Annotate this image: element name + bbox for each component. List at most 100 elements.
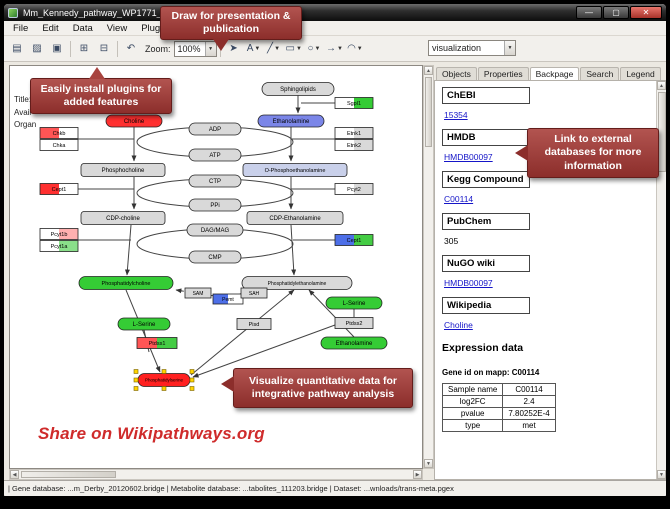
tab-backpage[interactable]: Backpage — [529, 67, 580, 80]
selection-tool-icon[interactable]: ➤ — [229, 43, 238, 54]
pathway-node-ctp[interactable]: CTP — [188, 174, 242, 188]
chevron-down-icon[interactable]: ▼ — [356, 45, 363, 52]
backpage-link-wikipedia[interactable]: Choline — [444, 320, 473, 330]
menu-file[interactable]: File — [13, 22, 29, 34]
pathway-node-sah[interactable]: SAH — [240, 287, 268, 299]
selection-handle[interactable] — [189, 386, 195, 391]
pathway-node-chkb[interactable]: Chkb — [39, 127, 79, 139]
backpage-value-pubchem: 305 — [444, 236, 459, 246]
pathway-node-chka[interactable]: Chka — [39, 139, 79, 151]
pathway-node-ptdss2[interactable]: Ptdss2 — [334, 317, 374, 329]
menu-data[interactable]: Data — [72, 22, 93, 34]
pathway-node-adp[interactable]: ADP — [188, 122, 242, 136]
pathway-node-etnk1[interactable]: Etnk1 — [334, 127, 374, 139]
scroll-up-icon[interactable]: ▲ — [657, 81, 666, 90]
pathway-node-ethanolamine[interactable]: Ethanolamine — [320, 336, 388, 350]
canvas-horizontal-scrollbar[interactable]: ◀ ▶ — [9, 469, 423, 480]
minimize-button[interactable]: — — [576, 6, 602, 19]
chevron-down-icon[interactable]: ▼ — [204, 41, 216, 56]
visualization-combo[interactable]: visualization ▼ — [428, 40, 516, 56]
selection-handle[interactable] — [189, 377, 195, 383]
pathway-node-dag-mag[interactable]: DAG/MAG — [186, 223, 244, 237]
tab-properties[interactable]: Properties — [477, 67, 529, 80]
pathway-node-phosphocholine[interactable]: Phosphocholine — [80, 163, 166, 177]
undo-icon[interactable]: ↶ — [126, 43, 136, 54]
vertical-scroll-thumb[interactable] — [425, 77, 432, 147]
rectangle-tool-icon[interactable]: ▭▼ — [285, 43, 302, 54]
pathway-node-sphingolipids[interactable]: Sphingolipids — [261, 82, 335, 96]
backpage-link-nugo-wiki[interactable]: HMDB00097 — [444, 278, 493, 288]
copy-icon[interactable]: ⊞ — [79, 43, 89, 54]
panel-scroll-thumb[interactable] — [658, 92, 666, 172]
selection-handle[interactable] — [161, 369, 167, 374]
pathway-node-o-phosphoethanolamine[interactable]: O-Phosphoethanolamine — [242, 163, 348, 177]
pathway-node-cept1[interactable]: Cept1 — [39, 183, 79, 195]
pathway-node-pisd[interactable]: Pisd — [236, 318, 272, 330]
zoom-combo[interactable]: 100% ▼ — [173, 40, 217, 57]
pathway-node-pemt[interactable]: Pemt — [212, 293, 244, 305]
scroll-down-icon[interactable]: ▼ — [424, 459, 433, 468]
pathway-node-choline[interactable]: Choline — [105, 114, 163, 128]
maximize-button[interactable]: ▢ — [603, 6, 629, 19]
new-icon[interactable]: ▤ — [12, 43, 22, 54]
label-tool-icon[interactable]: A▼ — [246, 43, 261, 54]
arrow-tool-icon[interactable]: →▼ — [325, 43, 343, 54]
chevron-down-icon[interactable]: ▼ — [296, 45, 302, 52]
pathway-node-etnk2[interactable]: Etnk2 — [334, 139, 374, 151]
pathway-node-cept1[interactable]: Cept1 — [334, 234, 374, 246]
paste-icon[interactable]: ⊟ — [99, 43, 109, 54]
scroll-up-icon[interactable]: ▲ — [424, 66, 433, 75]
tab-objects[interactable]: Objects — [436, 67, 477, 80]
ellipse-tool-icon[interactable]: ○▼ — [307, 43, 321, 54]
svg-text:Phosphatidylserine: Phosphatidylserine — [145, 378, 184, 383]
scroll-right-icon[interactable]: ▶ — [413, 470, 422, 479]
pathway-node-ethanolamine[interactable]: Ethanolamine — [257, 114, 325, 128]
pathway-node-sgpl1[interactable]: Sgpl1 — [334, 97, 374, 109]
pathway-node-atp[interactable]: ATP — [188, 148, 242, 162]
pathway-node-l-serine[interactable]: L-Serine — [325, 296, 383, 310]
title-bar[interactable]: Mm_Kennedy_pathway_WP1771_45176.gpml — ▢… — [4, 4, 666, 21]
pathway-node-phosphatidylethanolamine[interactable]: Phosphatidylethanolamine — [241, 276, 353, 290]
chevron-down-icon[interactable]: ▼ — [254, 45, 261, 52]
pathway-node-phosphatidylcholine[interactable]: Phosphatidylcholine — [78, 276, 174, 290]
scroll-down-icon[interactable]: ▼ — [657, 470, 666, 479]
save-icon[interactable]: ▣ — [52, 43, 62, 54]
tab-legend[interactable]: Legend — [620, 67, 661, 80]
chevron-down-icon[interactable]: ▼ — [336, 45, 343, 52]
pathway-node-pcyt1a[interactable]: Pcyt1a — [39, 240, 79, 252]
pathway-node-l-serine[interactable]: L-Serine — [117, 317, 171, 331]
pathway-node-sam[interactable]: SAM — [184, 287, 212, 299]
tab-search[interactable]: Search — [580, 67, 620, 80]
chevron-down-icon[interactable]: ▼ — [314, 45, 321, 52]
arc-tool-icon[interactable]: ◠▼ — [347, 43, 363, 54]
scroll-left-icon[interactable]: ◀ — [10, 470, 19, 479]
canvas-vertical-scrollbar[interactable]: ▲ ▼ — [423, 65, 434, 469]
pathway-node-ppi[interactable]: PPi — [188, 198, 242, 212]
pathway-node-cdp-ethanolamine[interactable]: CDP-Ethanolamine — [246, 211, 344, 225]
chevron-down-icon[interactable]: ▼ — [274, 45, 281, 52]
selection-handle[interactable] — [133, 369, 139, 374]
chevron-down-icon[interactable]: ▼ — [504, 41, 515, 55]
selection-handle[interactable] — [133, 377, 139, 383]
backpage-link-hmdb[interactable]: HMDB00097 — [444, 152, 493, 162]
selection-handle[interactable] — [189, 369, 195, 374]
open-icon[interactable]: ▨ — [32, 43, 42, 54]
pathway-node-pcyt2[interactable]: Pcyt2 — [334, 183, 374, 195]
menu-plugins[interactable]: Plugins — [141, 22, 173, 34]
backpage-link-kegg-compound[interactable]: C00114 — [444, 194, 474, 204]
pathway-node-cmp[interactable]: CMP — [188, 250, 242, 264]
selection-handle[interactable] — [161, 386, 167, 391]
menu-edit[interactable]: Edit — [42, 22, 59, 34]
close-button[interactable]: ✕ — [630, 6, 662, 19]
menu-view[interactable]: View — [106, 22, 128, 34]
pathway-node-cdp-choline[interactable]: CDP-choline — [80, 211, 166, 225]
line-tool-icon[interactable]: ╱▼ — [267, 43, 281, 54]
pathway-node-pcyt1b[interactable]: Pcyt1b — [39, 228, 79, 240]
pathway-node-ptdss1[interactable]: Ptdss1 — [136, 337, 178, 349]
selection-handle[interactable] — [133, 386, 139, 391]
pathway-node-phosphatidylserine[interactable]: Phosphatidylserine — [133, 369, 195, 391]
backpage-link-chebi[interactable]: 15354 — [444, 110, 468, 120]
horizontal-scroll-thumb[interactable] — [21, 471, 116, 478]
